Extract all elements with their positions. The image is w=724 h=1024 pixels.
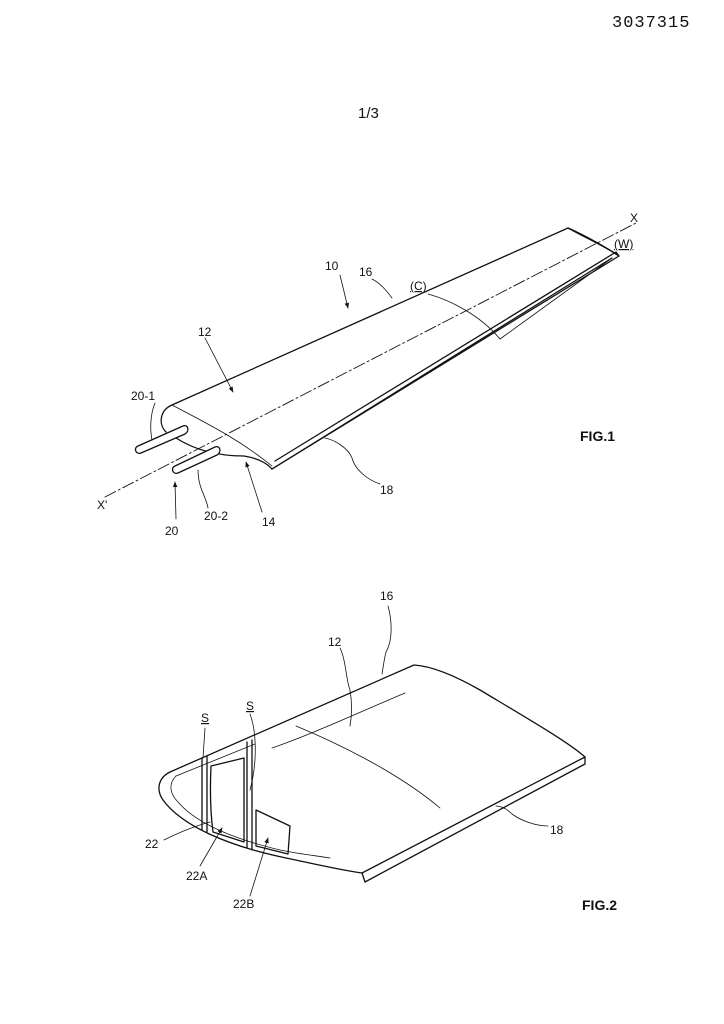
ref-20-2: 20-2 <box>204 509 228 523</box>
leader-s1 <box>203 728 205 758</box>
ref-x: X <box>630 211 638 225</box>
leader-22a <box>200 828 222 866</box>
cell-22b <box>256 810 290 854</box>
leader-f2-12 <box>340 648 352 726</box>
section-upper-surface <box>170 665 585 772</box>
axis-line-x <box>105 222 638 497</box>
cell-22a <box>210 758 244 842</box>
leader-14 <box>246 462 262 512</box>
ref-s-1: S <box>201 711 209 725</box>
ref-20-1: 20-1 <box>131 389 155 403</box>
surface-curve-1 <box>272 693 405 748</box>
ref-12: 12 <box>198 325 212 339</box>
leader-18 <box>325 438 380 484</box>
spar-s-2 <box>247 740 252 850</box>
blade-tip-profile <box>568 228 619 256</box>
leader-f2-16 <box>382 606 391 674</box>
ref-c: (C) <box>410 279 427 293</box>
ref-18: 18 <box>380 483 394 497</box>
leader-20-2 <box>198 470 208 508</box>
blade-upper-surface <box>172 228 619 469</box>
spar-s-1 <box>202 756 207 832</box>
blade-trailing-edge <box>272 252 616 469</box>
leader-20-1 <box>151 403 155 440</box>
section-root-profile <box>159 772 365 882</box>
ref-w: (W) <box>614 237 633 251</box>
section-top-inner <box>176 744 255 776</box>
ref-22b: 22B <box>233 897 254 911</box>
ref-20: 20 <box>165 524 179 538</box>
figure-1-drawing: 10 16 (C) X (W) 12 20-1 X' 20 20-2 14 18 <box>97 211 638 538</box>
pin-20-2 <box>172 447 219 474</box>
blade-root-leading-edge <box>161 405 172 432</box>
ref-f2-12: 12 <box>328 635 342 649</box>
figure-2-drawing: 16 12 S S 22 22A 22B 18 <box>145 589 585 911</box>
blade-lower-contour <box>500 258 612 339</box>
ref-x-prime: X' <box>97 498 107 512</box>
ref-22a: 22A <box>186 869 207 883</box>
ref-10: 10 <box>325 259 339 273</box>
section-c-line <box>428 294 500 339</box>
leader-10 <box>340 275 348 308</box>
leader-20 <box>175 482 176 519</box>
leader-16 <box>372 279 392 298</box>
pin-20-1 <box>135 426 187 454</box>
ref-14: 14 <box>262 515 276 529</box>
surface-curve-2 <box>296 726 440 808</box>
blade-root-inner-line <box>172 405 272 466</box>
ref-s-2: S <box>246 699 254 713</box>
ref-f2-16: 16 <box>380 589 394 603</box>
ref-16: 16 <box>359 265 373 279</box>
ref-22: 22 <box>145 837 159 851</box>
leader-f2-18 <box>496 806 548 826</box>
ref-f2-18: 18 <box>550 823 564 837</box>
